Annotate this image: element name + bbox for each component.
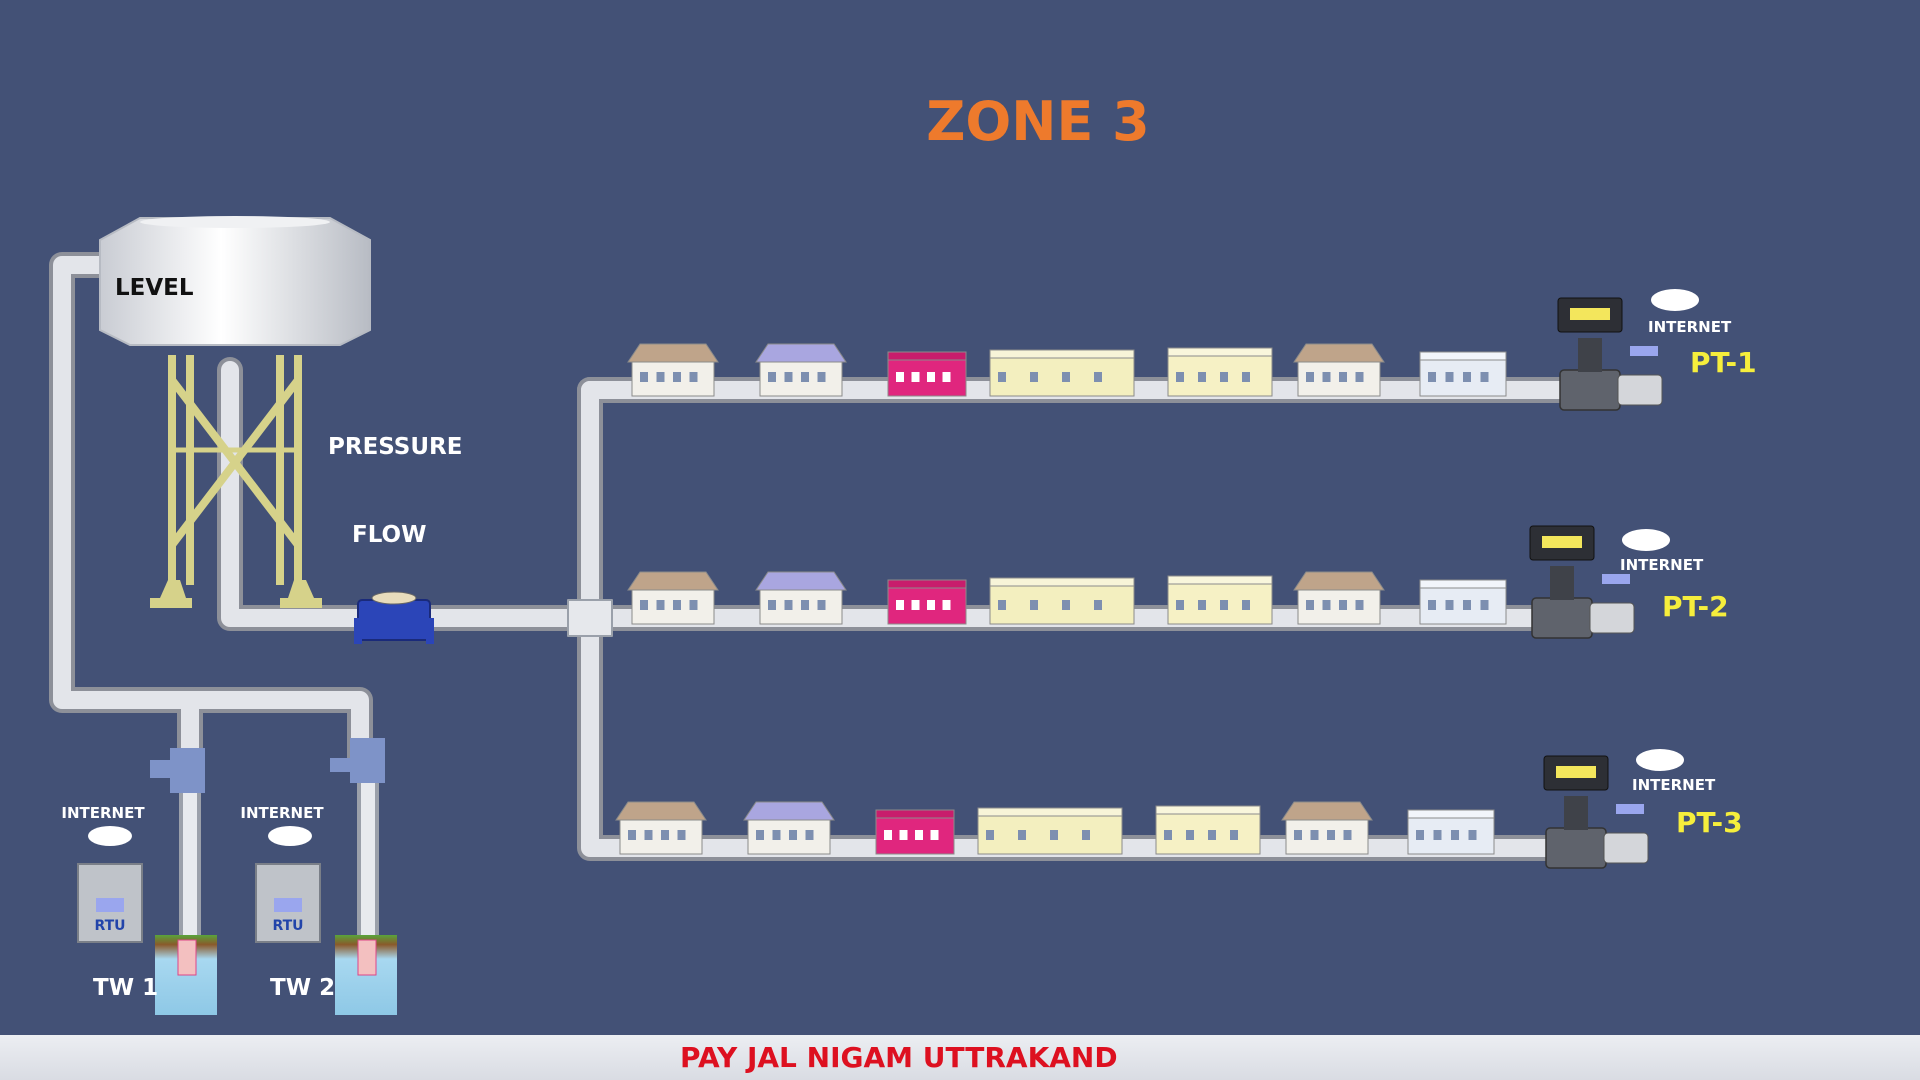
footer-bar: PAY JAL NIGAM UTTRAKAND [0, 1035, 1920, 1080]
flow-label: FLOW [352, 522, 426, 548]
building-warehouse [1419, 351, 1507, 397]
pressure-transmitter-2: INTERNET PT-2 [1529, 525, 1729, 639]
rtu-1: RTU [77, 863, 143, 943]
router-icon [1630, 346, 1658, 356]
building-warehouse [1419, 579, 1507, 625]
svg-text:RTU: RTU [94, 918, 125, 934]
consumer-building-rows [615, 343, 1507, 855]
building-house-purple [755, 571, 847, 625]
pt1-label: PT-1 [1690, 346, 1757, 379]
cloud-icon [88, 826, 132, 846]
tw2-label: TW 2 [270, 975, 335, 1001]
building-house-purple [755, 343, 847, 397]
building-warehouse [1407, 809, 1495, 855]
building-house-brown-2 [1293, 571, 1385, 625]
pressure-label: PRESSURE [328, 434, 462, 460]
tubewell-2-internet: INTERNET [240, 804, 324, 846]
tw1-label: TW 1 [93, 975, 158, 1001]
building-factory [1167, 575, 1273, 625]
pt2-internet-label: INTERNET [1620, 556, 1704, 574]
building-factory [1167, 347, 1273, 397]
building-house-brown-2 [1281, 801, 1373, 855]
tubewell-1 [150, 748, 217, 1015]
pt1-internet-label: INTERNET [1648, 318, 1732, 336]
router-icon [1616, 804, 1644, 814]
cloud-icon [1636, 749, 1684, 771]
building-house-brown [627, 343, 719, 397]
footer-text: PAY JAL NIGAM UTTRAKAND [680, 1041, 1118, 1074]
router-icon [1602, 574, 1630, 584]
pressure-transmitter-3: INTERNET PT-3 [1543, 749, 1743, 869]
building-long-building [977, 807, 1123, 855]
building-row-1 [627, 343, 1507, 397]
pt3-label: PT-3 [1676, 806, 1743, 839]
tubewell-2 [330, 738, 397, 1015]
building-long-building [989, 349, 1135, 397]
router-icon [96, 898, 124, 912]
level-label: LEVEL [115, 275, 194, 301]
building-house-brown [627, 571, 719, 625]
tw1-internet-label: INTERNET [61, 804, 145, 822]
building-factory [1155, 805, 1261, 855]
cloud-icon [268, 826, 312, 846]
overhead-water-tank: LEVEL [99, 216, 371, 608]
flow-meter [354, 591, 434, 644]
building-house-brown-2 [1293, 343, 1385, 397]
tw2-internet-label: INTERNET [240, 804, 324, 822]
rtu-2: RTU [255, 863, 321, 943]
building-row-2 [627, 571, 1507, 625]
building-long-building [989, 577, 1135, 625]
cloud-icon [1622, 529, 1670, 551]
building-row-3 [615, 801, 1495, 855]
pt2-label: PT-2 [1662, 590, 1729, 623]
zone-title: ZONE 3 [926, 90, 1150, 153]
building-house-brown [615, 801, 707, 855]
cloud-icon [1651, 289, 1699, 311]
pt3-internet-label: INTERNET [1632, 776, 1716, 794]
building-shop-magenta [887, 351, 967, 397]
building-shop-magenta [875, 809, 955, 855]
building-house-purple [743, 801, 835, 855]
svg-text:RTU: RTU [272, 918, 303, 934]
router-icon [274, 898, 302, 912]
building-shop-magenta [887, 579, 967, 625]
pressure-transmitter-1: INTERNET PT-1 [1557, 289, 1757, 411]
tubewell-1-internet: INTERNET [61, 804, 145, 846]
